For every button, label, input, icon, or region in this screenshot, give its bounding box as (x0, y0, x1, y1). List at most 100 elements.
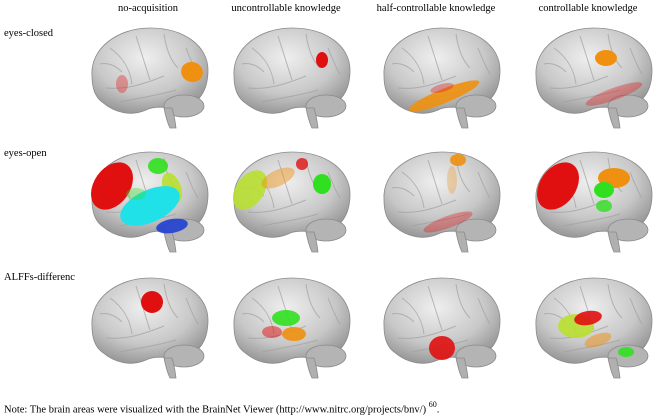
brainstem (305, 231, 319, 253)
cerebellum (163, 344, 205, 368)
sulcus (543, 63, 567, 73)
sulcus (629, 171, 643, 199)
activation-region-red (262, 326, 282, 338)
sulcus (305, 283, 321, 319)
sulcus (327, 47, 341, 75)
brain-render-open-no (91, 151, 209, 253)
sulcus (563, 213, 621, 227)
cerebellum (305, 218, 347, 242)
sulcus (391, 313, 415, 323)
sulcus (397, 75, 457, 89)
sulcus (397, 199, 457, 213)
brain-panel-diff-ctrl (524, 268, 664, 379)
cerebellum (607, 218, 649, 242)
note-text: Note: The brain areas were visualized wi… (4, 404, 429, 416)
cerebellum (305, 344, 347, 368)
brain-panel-diff-half (372, 268, 512, 379)
sulcus (251, 47, 275, 85)
sulcus (327, 297, 341, 325)
brain-render-closed-half (383, 27, 501, 129)
activation-region-orange (447, 166, 457, 194)
brain-panel-closed-ctrl (524, 18, 664, 129)
note-reference: 60 (428, 400, 437, 409)
sulcus (401, 297, 425, 335)
activation-region-red (296, 158, 308, 170)
sulcus (109, 47, 133, 85)
sulcus (135, 35, 151, 81)
brain-panel-open-ctrl (524, 142, 664, 253)
sulcus (391, 63, 415, 73)
activation-region-orange (282, 327, 306, 341)
activation-region-green (594, 182, 614, 198)
activation-region-red (429, 336, 455, 360)
brain-render-open-ctrl (535, 151, 653, 253)
activation-region-red (141, 291, 163, 313)
activation-region-red (537, 162, 579, 210)
sulcus (563, 89, 621, 103)
brainstem (455, 357, 469, 379)
activation-region-orange (261, 167, 295, 189)
sulcus (99, 63, 123, 73)
column-header-half-controllable: half-controllable knowledge (376, 3, 496, 14)
sulcus (135, 285, 151, 331)
cerebellum (163, 94, 205, 118)
sulcus (629, 47, 643, 75)
sulcus (427, 285, 443, 331)
sulcus (455, 283, 471, 319)
sulcus (327, 171, 341, 199)
cerebellum (607, 94, 649, 118)
brain-render-diff-ctrl (535, 277, 653, 379)
brainstem (455, 231, 469, 253)
activation-region-blue (156, 218, 188, 234)
sulcus (477, 47, 491, 75)
activation-region-red (423, 211, 473, 233)
brainstem (607, 357, 621, 379)
activation-region-orange (450, 154, 466, 166)
sulcus (261, 89, 319, 103)
row-label-eyes-open: eyes-open (4, 148, 47, 159)
activation-region-cyan (120, 186, 180, 226)
row-label-eyes-closed: eyes-closed (4, 28, 53, 39)
activation-region-red (316, 52, 328, 68)
activation-region-red (574, 310, 602, 326)
column-header-uncontrollable: uncontrollable knowledge (231, 3, 341, 14)
sulcus (579, 159, 595, 205)
activation-region-orange (408, 80, 480, 112)
sulcus (455, 33, 471, 69)
activation-region-green (272, 310, 300, 326)
brain-panel-diff-no (80, 268, 220, 379)
sulcus (391, 187, 415, 197)
sulcus (401, 171, 425, 209)
sulcus (553, 47, 577, 85)
sulcus (607, 283, 623, 319)
brain-render-diff-unc (233, 277, 351, 379)
cerebellum (455, 94, 497, 118)
brainstem (163, 231, 177, 253)
brain-panel-closed-unc (222, 18, 362, 129)
brainstem (163, 357, 177, 379)
activation-region-green (618, 347, 634, 357)
brain-render-closed-unc (233, 27, 351, 129)
sulcus (261, 213, 319, 227)
cerebellum (455, 344, 497, 368)
cerebellum (455, 218, 497, 242)
brain-panel-open-half (372, 142, 512, 253)
sulcus (241, 313, 265, 323)
activation-region-red (116, 75, 128, 93)
brain-render-open-half (383, 151, 501, 253)
row-label-alff-difference: ALFFs-differenc (4, 272, 75, 283)
brain-render-diff-no (91, 277, 209, 379)
sulcus (261, 339, 319, 353)
brainstem (455, 107, 469, 129)
cerebellum (305, 94, 347, 118)
brain-render-open-unc (232, 151, 351, 253)
sulcus (401, 47, 425, 85)
activation-region-orange (595, 50, 617, 66)
sulcus (277, 159, 293, 205)
activation-region-red (91, 162, 133, 210)
sulcus (119, 339, 177, 353)
sulcus (411, 213, 469, 227)
brainstem (607, 107, 621, 129)
sulcus (119, 89, 177, 103)
brain-panel-diff-unc (222, 268, 362, 379)
